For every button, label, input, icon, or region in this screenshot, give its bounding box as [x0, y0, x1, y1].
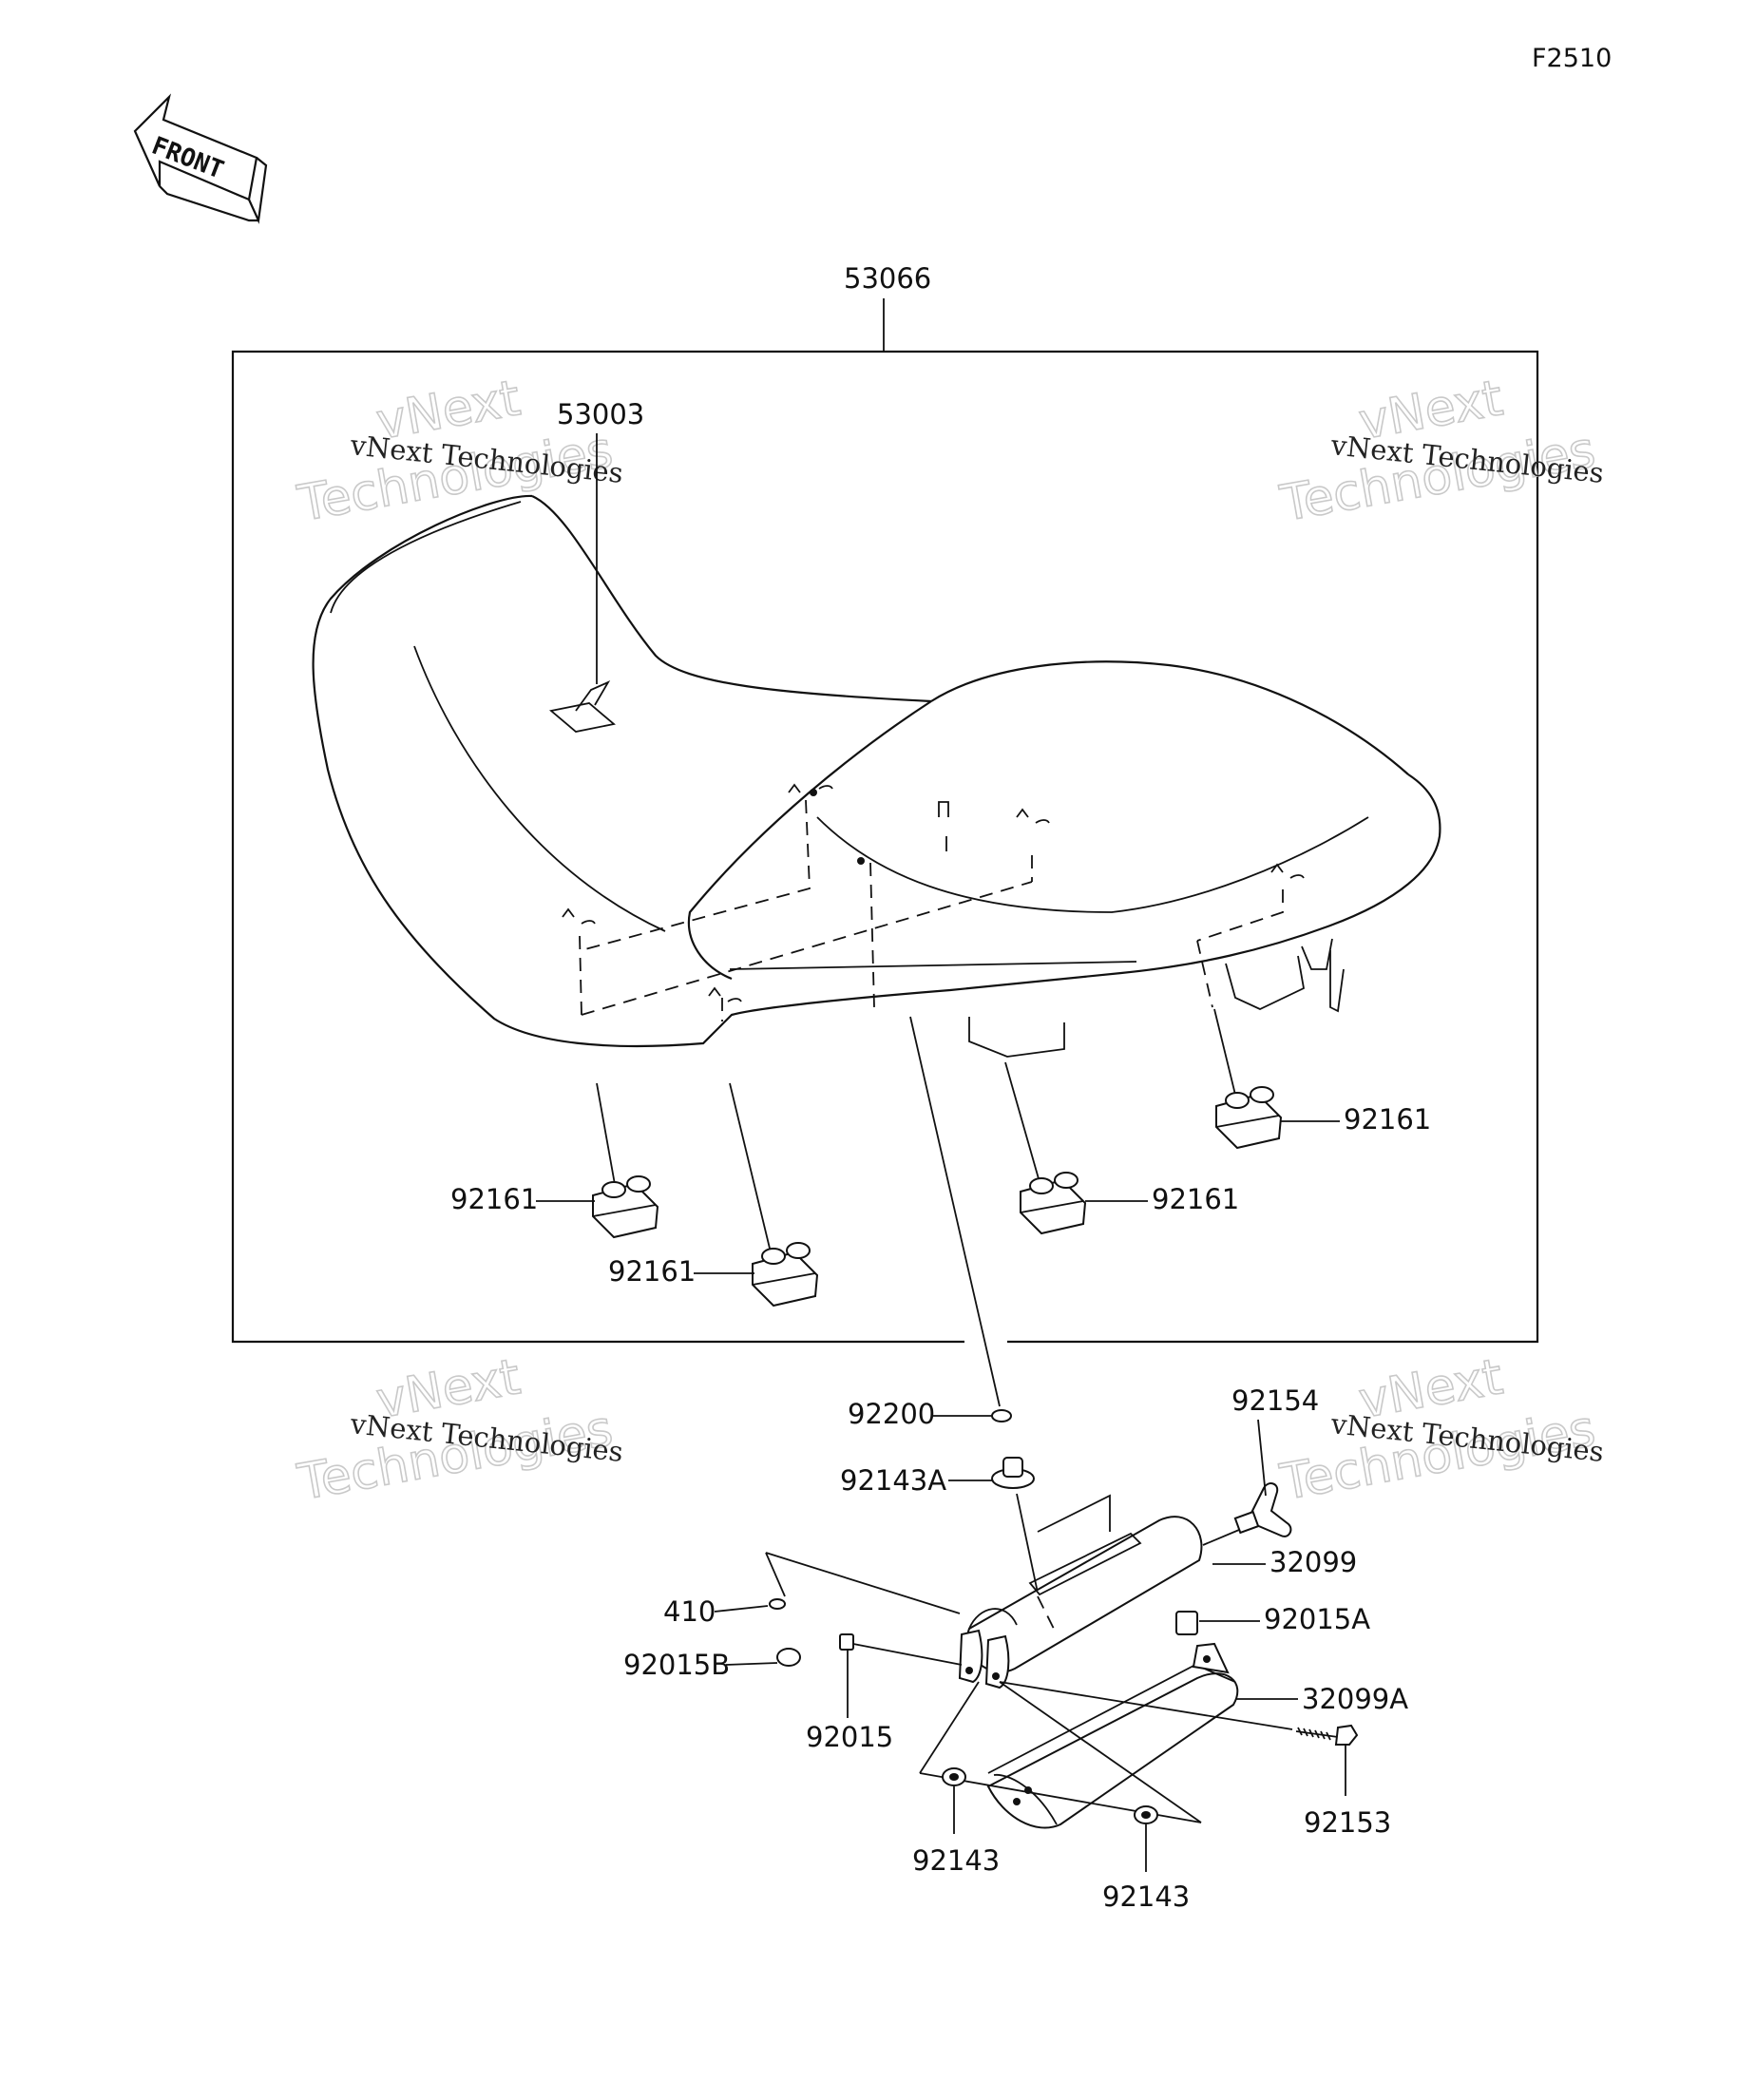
label-92015A: 92015A — [1264, 1603, 1370, 1635]
label-92161-a: 92161 — [450, 1183, 538, 1215]
watermark-bottom-right: vNext Technologies vNext Technologies — [1275, 1348, 1605, 1513]
lower-assembly-drawing — [765, 1409, 1359, 1872]
label-53003: 53003 — [557, 398, 644, 430]
label-92143-right: 92143 — [1102, 1880, 1190, 1913]
watermark-top-left: vNext Technologies vNext Technologies — [293, 370, 624, 534]
label-92154: 92154 — [1231, 1384, 1319, 1417]
damper-rubber-a — [592, 1175, 659, 1239]
label-410: 410 — [663, 1595, 716, 1628]
figure-code: F2510 — [1532, 44, 1612, 73]
front-arrow-icon: FRONT — [133, 93, 268, 224]
damper-rubber-d — [1215, 1086, 1283, 1150]
watermark-top-right: vNext Technologies vNext Technologies — [1275, 370, 1605, 534]
damper-rubber-c — [1020, 1172, 1087, 1235]
label-92200: 92200 — [848, 1398, 935, 1430]
label-92161-c: 92161 — [1152, 1183, 1239, 1215]
label-92153: 92153 — [1304, 1806, 1391, 1839]
label-92015: 92015 — [806, 1721, 893, 1753]
watermark-bottom-left: vNext Technologies vNext Technologies — [293, 1348, 624, 1513]
label-92015B: 92015B — [623, 1649, 730, 1681]
label-92143A: 92143A — [840, 1464, 946, 1497]
seat-drawing — [312, 494, 1441, 1407]
assembly-box — [231, 350, 1539, 1344]
label-92161-d: 92161 — [1344, 1103, 1431, 1136]
label-92143-left: 92143 — [912, 1844, 1000, 1877]
label-32099A: 32099A — [1302, 1683, 1408, 1715]
damper-rubber-b — [752, 1242, 819, 1308]
label-92161-b: 92161 — [608, 1255, 696, 1288]
label-53066: 53066 — [844, 262, 931, 295]
label-32099: 32099 — [1269, 1546, 1357, 1578]
